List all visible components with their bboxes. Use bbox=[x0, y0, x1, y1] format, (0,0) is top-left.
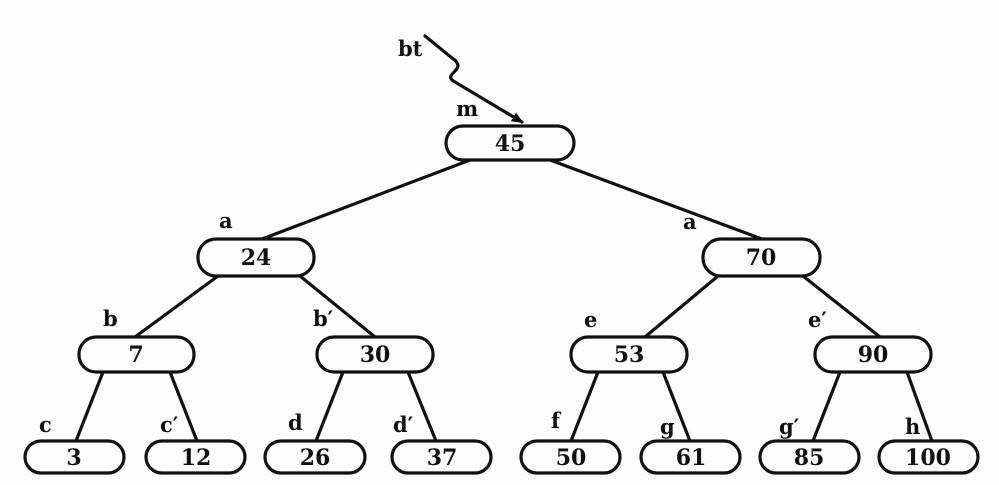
edge-24-30 bbox=[298, 274, 377, 339]
node-label: g′ bbox=[779, 414, 800, 439]
tree-node: 37 d′ bbox=[390, 412, 493, 475]
edge-90-85 bbox=[811, 370, 842, 443]
edge-7-3 bbox=[74, 370, 105, 443]
tree-node: 50 f bbox=[519, 408, 622, 475]
node-value: 30 bbox=[360, 342, 391, 368]
node-label: d bbox=[288, 410, 303, 435]
edge-7-12 bbox=[168, 370, 199, 443]
node-value: 50 bbox=[556, 445, 587, 471]
node-value: 12 bbox=[181, 445, 212, 471]
edge-53-61 bbox=[661, 370, 692, 443]
node-label: e bbox=[584, 307, 597, 332]
tree-node: 3 c bbox=[23, 412, 126, 475]
node-label: b bbox=[103, 306, 118, 331]
tree-node: 26 d bbox=[263, 410, 367, 475]
node-value: 37 bbox=[427, 445, 458, 471]
node-value: 100 bbox=[905, 445, 951, 471]
node-value: 85 bbox=[794, 445, 825, 471]
tree-node: 12 c′ bbox=[144, 412, 247, 475]
node-value: 61 bbox=[676, 445, 707, 471]
edge-30-37 bbox=[406, 370, 438, 443]
tree-edges bbox=[74, 158, 934, 443]
bt-pointer-arrow bbox=[423, 34, 524, 124]
edge-90-100 bbox=[905, 370, 934, 443]
node-value: 45 bbox=[495, 131, 526, 157]
tree-node: 7 b bbox=[77, 306, 196, 374]
node-label: a bbox=[683, 209, 697, 234]
node-label: f bbox=[551, 408, 562, 433]
tree-node: 24 a bbox=[196, 208, 316, 278]
node-box bbox=[701, 237, 822, 278]
node-label: b′ bbox=[313, 306, 334, 331]
edge-53-50 bbox=[569, 370, 600, 443]
node-box bbox=[77, 335, 196, 374]
node-value: 24 bbox=[241, 245, 272, 271]
edge-70-90 bbox=[801, 274, 882, 339]
node-label: a bbox=[219, 208, 233, 233]
node-label: d′ bbox=[393, 412, 414, 437]
node-label: h bbox=[905, 414, 920, 439]
edge-45-70 bbox=[548, 158, 764, 241]
edge-30-26 bbox=[314, 370, 345, 443]
node-label: m bbox=[456, 96, 478, 121]
node-box bbox=[444, 124, 576, 162]
edge-45-24 bbox=[260, 158, 472, 241]
node-value: 53 bbox=[614, 342, 645, 368]
node-value: 90 bbox=[858, 342, 889, 368]
node-box bbox=[390, 439, 493, 475]
edge-70-53 bbox=[643, 274, 720, 339]
node-label: g bbox=[660, 414, 675, 439]
node-box bbox=[263, 439, 367, 475]
node-label: c bbox=[39, 412, 52, 437]
edge-24-7 bbox=[133, 274, 220, 339]
node-value: 7 bbox=[128, 342, 143, 368]
tree-node: 85 g′ bbox=[758, 414, 861, 475]
node-box bbox=[569, 335, 689, 374]
node-label: c′ bbox=[160, 412, 179, 437]
tree-node-root: 45 m bbox=[444, 96, 576, 162]
node-box bbox=[23, 439, 126, 475]
bt-label: bt bbox=[398, 36, 423, 61]
node-box bbox=[758, 439, 861, 475]
tree-node: 90 e′ bbox=[808, 307, 933, 374]
node-box bbox=[877, 439, 980, 475]
node-box bbox=[519, 439, 622, 475]
tree-node: 70 a bbox=[683, 209, 822, 278]
tree-node: 61 g bbox=[639, 414, 742, 475]
node-label: e′ bbox=[808, 307, 827, 332]
node-box bbox=[315, 335, 435, 374]
node-box bbox=[813, 335, 933, 374]
tree-node: 100 h bbox=[877, 414, 980, 475]
node-value: 26 bbox=[300, 445, 331, 471]
node-value: 3 bbox=[66, 445, 81, 471]
tree-node: 53 e bbox=[569, 307, 689, 374]
node-box bbox=[639, 439, 742, 475]
node-box bbox=[144, 439, 247, 475]
node-box bbox=[196, 237, 316, 278]
tree-node: 30 b′ bbox=[313, 306, 435, 374]
node-value: 70 bbox=[746, 245, 777, 271]
